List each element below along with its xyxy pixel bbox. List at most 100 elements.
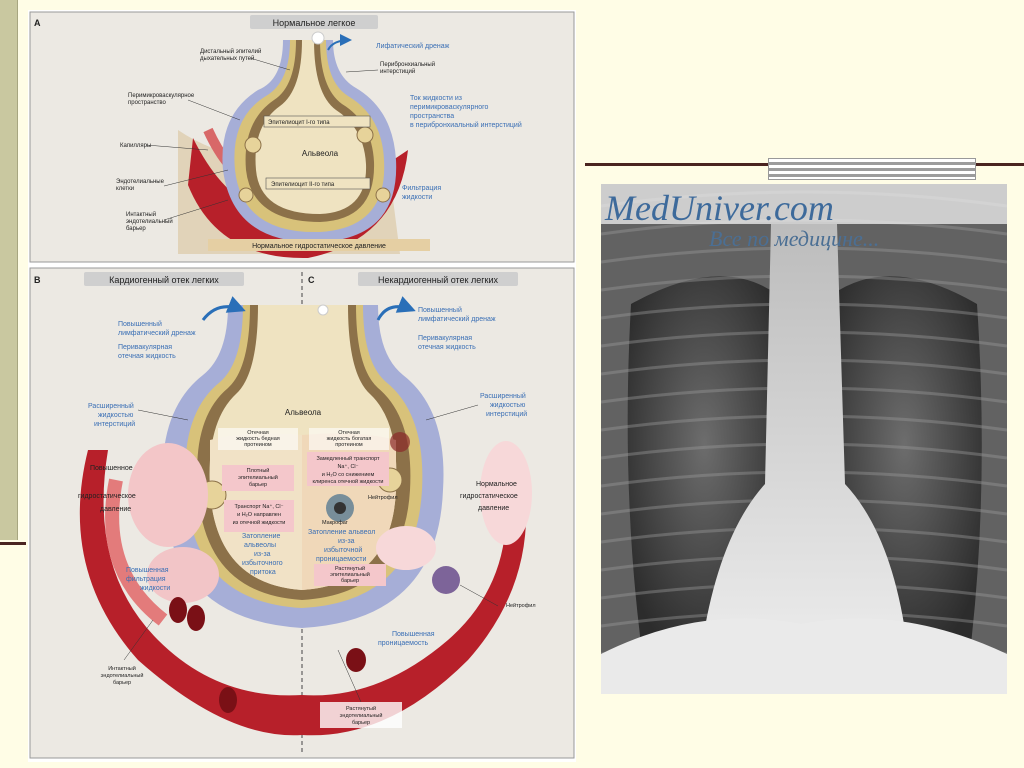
label-a-fluid-flow-4: в перибронхиальный интерстиций: [410, 121, 522, 129]
label-a-endothelial-1: Эндотелиальные: [116, 179, 165, 185]
panel-b-lymph-arrow: [201, 296, 246, 321]
label-b-filtration-2: фильтрация: [126, 576, 166, 583]
panel-c-title: Некардиогенный отек легких: [378, 275, 499, 285]
panel-c-letter: C: [308, 275, 315, 285]
panel-a-type1-box: [263, 115, 371, 128]
label-b-pressure-1: Повышенное: [90, 465, 133, 472]
label-a-lymph-drainage: Лифатический дренаж: [376, 42, 450, 50]
label-a-intact-barrier-1: Интактный: [126, 211, 156, 218]
label-b-transport-3: из отечной жидкости: [233, 519, 286, 526]
label-c-lymph-2: лимфатический дренаж: [418, 315, 496, 323]
label-c-perivascular-1: Перивакулярная: [418, 335, 472, 342]
label-b-dense-barrier-3: барьер: [249, 482, 267, 488]
label-b-flooding-3: из-за: [254, 551, 271, 558]
label-b-intact-1: Интактный: [108, 665, 136, 672]
label-c-edema-fluid-1: Отечная: [338, 430, 360, 436]
label-b-transport-1: Транспорт Na⁺, Cl⁻: [234, 503, 283, 510]
xray-watermark-tagline: Все по медицине...: [709, 226, 879, 251]
label-b-pressure-3: давление: [100, 506, 131, 513]
label-a-type1-cell: Эпителиоцит I-го типа: [268, 120, 330, 126]
panel-b-title-bg: [84, 272, 244, 286]
panel-a-type2-box: [265, 177, 371, 190]
label-a-distal-epithelium-1: Дистальный эпителий: [200, 48, 261, 55]
label-b-flooding-2: альвеолы: [244, 542, 276, 549]
label-c-normal-pressure-1: Нормальное: [476, 481, 517, 488]
label-a-filtration-2: жидкости: [402, 194, 432, 201]
pulmonary-edema-diagram: A Нормальное легкое Дистальный эпителий …: [28, 10, 576, 762]
chest-xray-image: MedUniver.com Все по медицине...: [601, 184, 1007, 694]
label-a-fluid-flow-1: Ток жидкости из: [410, 95, 462, 102]
label-c-neutrophil-bottom: Нейтрофил: [506, 602, 536, 609]
xray-watermark-site: MedUniver.com: [604, 188, 834, 228]
label-c-flooding-4: проницаемости: [316, 556, 367, 563]
label-b-lymph-2: лимфатический дренаж: [118, 329, 196, 337]
panel-a-title: Нормальное легкое: [273, 18, 356, 28]
label-b-flooding-5: притока: [250, 569, 276, 576]
label-b-pressure-2: гидростатическое: [78, 493, 136, 500]
label-a-alveola: Альвеола: [302, 149, 339, 158]
label-b-expanded-2: жидкостью: [98, 412, 133, 419]
panel-a-leader-lines: [145, 57, 379, 221]
label-a-fluid-flow-2: перимикроваскулярного: [410, 104, 489, 111]
panel-c-title-bg: [358, 272, 518, 286]
label-c-edema-fluid-2: жидкость богатая: [327, 436, 372, 442]
label-c-flooding-1: Затопление альвеол: [308, 529, 375, 536]
chest-xray-svg: MedUniver.com Все по медицине...: [601, 184, 1007, 694]
label-a-intact-barrier-3: барьер: [126, 226, 146, 232]
label-b-flooding-1: Затопление: [242, 533, 281, 540]
label-b-dense-barrier-2: эпителиальный: [238, 474, 278, 481]
label-c-expanded-2: жидкостью: [490, 402, 525, 409]
label-c-macrophage: Макрофаг: [322, 520, 348, 526]
label-b-intact-3: барьер: [113, 680, 131, 686]
label-c-stretched-epi-1: Растянутый: [335, 565, 365, 572]
label-b-filtration-3: жидкости: [140, 585, 170, 592]
label-c-permeability-2: проницаемость: [378, 640, 429, 647]
label-a-intact-barrier-2: эндотелиальный: [126, 218, 173, 225]
label-a-endothelial-2: клетки: [116, 186, 134, 192]
slide-sidebar-strip: [0, 0, 18, 540]
label-a-perimicrovascular-1: Перимикроваскулярное: [128, 93, 195, 99]
panel-c-lymph-arrow: [376, 296, 416, 321]
label-b-flooding-4: избыточного: [242, 559, 283, 567]
label-b-perivascular-2: отечная жидкость: [118, 353, 176, 360]
label-a-type2-cell: Эпителиоцит II-го типа: [271, 182, 335, 188]
label-b-lymph-1: Повышенный: [118, 320, 162, 328]
label-b-filtration-1: Повышенная: [126, 567, 169, 574]
panel-bc-leader-lines: [123, 404, 499, 703]
label-a-peribronchial-2: интерстиций: [380, 68, 415, 75]
label-b-edema-fluid-3: протеином: [244, 442, 272, 448]
label-c-expanded-3: интерстиций: [486, 410, 527, 418]
label-a-normal-pressure: Нормальное гидростатическое давление: [252, 243, 386, 250]
label-c-transport-4: клиренса отечной жидкости: [313, 478, 384, 485]
label-c-lymph-1: Повышенный: [418, 306, 462, 314]
label-c-flooding-3: избыточной: [324, 546, 362, 554]
label-b-expanded-1: Расширенный: [88, 402, 134, 410]
label-c-stretched-epi-3: барьер: [341, 578, 359, 584]
panel-bc-label-boxes: [218, 428, 402, 728]
label-a-distal-epithelium-2: дыхательных путей: [200, 55, 254, 62]
label-b-intact-2: эндотелиальный: [101, 672, 144, 679]
panel-b-title: Кардиогенный отек легких: [109, 275, 219, 285]
label-c-transport-1: Замедленный транспорт: [316, 455, 380, 462]
label-b-dense-barrier-1: Плотный: [247, 467, 270, 474]
label-c-normal-pressure-3: давление: [478, 505, 509, 512]
label-c-flooding-2: из-за: [338, 538, 355, 545]
label-a-peribronchial-1: Перибронхиальный: [380, 61, 435, 68]
divider-line-left: [0, 542, 26, 545]
label-b-transport-2: и H₂O направлен: [237, 512, 281, 518]
panel-a-pressure-bar: [208, 239, 430, 251]
panel-a-lymph-arrow: [327, 34, 352, 51]
label-a-filtration-1: Фильтрация: [402, 185, 441, 192]
label-c-perivascular-2: отечная жидкость: [418, 344, 476, 351]
panel-bc-alveolus-illustration: [79, 304, 532, 736]
label-c-edema-fluid-3: протеином: [335, 442, 363, 448]
label-b-expanded-3: интерстиций: [94, 420, 135, 428]
label-c-transport-2: Na⁺, Cl⁻: [337, 463, 358, 470]
panel-a-letter: A: [34, 18, 41, 28]
label-b-edema-fluid-2: жидкость бедная: [236, 436, 279, 442]
label-c-transport-3: и H₂O со снижением: [322, 472, 375, 478]
label-c-stretched-endo-3: барьер: [352, 720, 370, 726]
label-c-alveola: Альвеола: [285, 408, 322, 417]
label-c-stretched-epi-2: эпителиальный: [330, 571, 370, 578]
label-c-normal-pressure-2: гидростатическое: [460, 493, 518, 500]
